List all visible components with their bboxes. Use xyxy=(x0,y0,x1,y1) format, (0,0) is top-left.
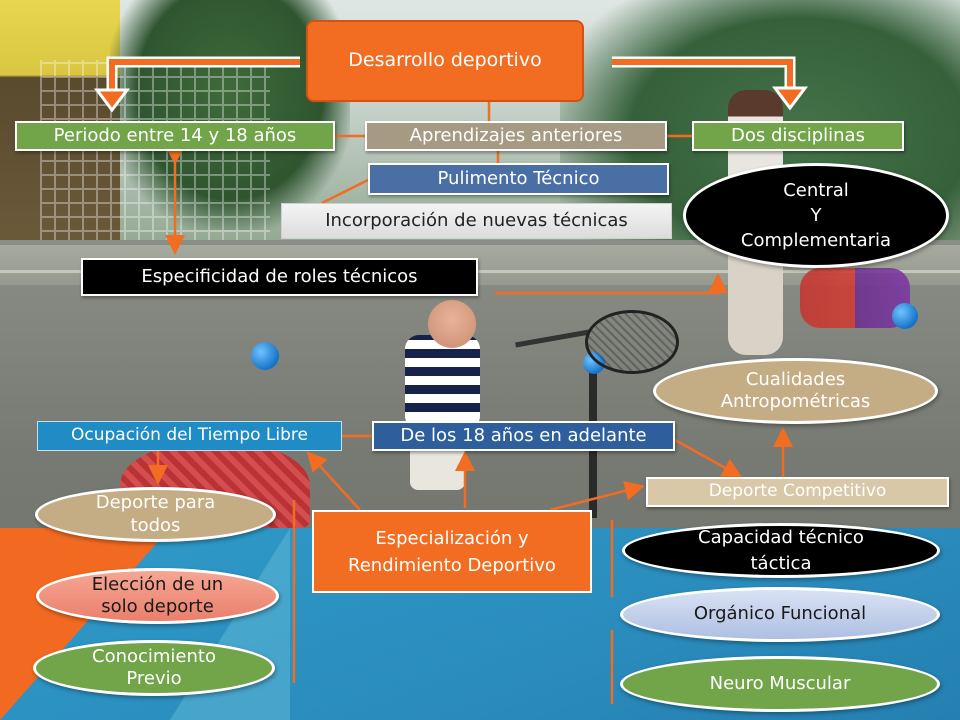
background-child-shirt xyxy=(405,335,480,430)
node-label-group: Elección de un solo deporte xyxy=(92,574,223,619)
node-incorporacion-nuevas-tecnicas: Incorporación de nuevas técnicas xyxy=(281,203,672,239)
node-label-group: Conocimiento Previo xyxy=(92,646,216,691)
node-neuro-muscular: Neuro Muscular xyxy=(620,656,940,712)
node-label-line: todos xyxy=(130,514,181,536)
node-label-line: Deporte para xyxy=(95,492,216,513)
node-ocupacion-tiempo-libre: Ocupación del Tiempo Libre xyxy=(37,421,342,451)
node-especificidad-roles: Especificidad de roles técnicos xyxy=(81,258,478,296)
node-especializacion-rendimiento: Especialización y Rendimiento Deportivo xyxy=(312,510,592,593)
node-label: Incorporación de nuevas técnicas xyxy=(325,209,628,231)
node-label: De los 18 años en adelante xyxy=(400,424,647,446)
node-label: Pulimento Técnico xyxy=(437,167,600,189)
background-fence xyxy=(40,60,270,260)
background-racket xyxy=(585,310,679,374)
node-label-group: Cualidades Antropométricas xyxy=(721,369,871,414)
background-court-line xyxy=(0,270,960,273)
node-deporte-para-todos: Deporte para todos xyxy=(35,487,276,542)
arrowhead-right xyxy=(772,86,808,111)
arrow-root-to-periodo xyxy=(106,56,300,92)
node-label: Orgánico Funcional xyxy=(693,603,867,625)
node-label-line: Previo xyxy=(126,668,182,689)
node-eleccion-solo-deporte: Elección de un solo deporte xyxy=(36,568,279,624)
arrowhead-left xyxy=(94,88,130,113)
node-label-group: Deporte para todos xyxy=(96,492,216,537)
node-label: Dos disciplinas xyxy=(731,124,865,146)
node-label-line: Central xyxy=(783,179,849,201)
node-organico-funcional: Orgánico Funcional xyxy=(620,587,940,642)
node-label: Aprendizajes anteriores xyxy=(409,124,623,146)
node-conocimiento-previo: Conocimiento Previo xyxy=(33,640,275,696)
node-de-los-18-en-adelante: De los 18 años en adelante xyxy=(372,421,675,451)
node-label-group: Capacidad técnico táctica xyxy=(698,525,864,575)
background-child-head xyxy=(428,300,476,348)
node-label: Deporte Competitivo xyxy=(708,481,887,502)
node-label: Especificidad de roles técnicos xyxy=(141,265,418,287)
node-label-line: Elección de un xyxy=(91,573,224,595)
node-label-line: táctica xyxy=(750,552,812,574)
node-label-line: solo deporte xyxy=(101,596,214,617)
node-pulimento-tecnico: Pulimento Técnico xyxy=(368,163,669,195)
node-aprendizajes-anteriores: Aprendizajes anteriores xyxy=(365,121,667,151)
node-label: Neuro Muscular xyxy=(709,672,851,694)
node-label-line: Cualidades xyxy=(745,368,846,390)
node-label-line: Complementaria xyxy=(740,230,892,252)
node-label: Desarrollo deportivo xyxy=(348,49,542,72)
background-ball xyxy=(892,303,918,329)
node-label-line: Conocimiento xyxy=(92,645,216,667)
node-label-line: Y xyxy=(810,204,822,226)
node-label-group: Especialización y Rendimiento Deportivo xyxy=(348,525,556,579)
background-tricycle xyxy=(800,268,910,328)
node-label-group: Central Y Complementaria xyxy=(741,178,891,254)
node-label-line: Especialización y xyxy=(375,527,529,549)
node-periodo: Periodo entre 14 y 18 años xyxy=(15,121,335,151)
node-deporte-competitivo: Deporte Competitivo xyxy=(646,477,949,507)
node-label-line: Capacidad técnico xyxy=(698,527,864,549)
node-cualidades-antropometricas: Cualidades Antropométricas xyxy=(653,358,938,424)
node-dos-disciplinas: Dos disciplinas xyxy=(692,121,904,151)
node-label-line: Antropométricas xyxy=(720,391,871,412)
node-label: Ocupación del Tiempo Libre xyxy=(71,425,308,446)
background-ball xyxy=(251,342,279,370)
node-desarrollo-deportivo: Desarrollo deportivo xyxy=(306,20,584,102)
node-label-line: Rendimiento Deportivo xyxy=(348,554,556,576)
node-central-complementaria: Central Y Complementaria xyxy=(683,163,949,268)
node-label: Periodo entre 14 y 18 años xyxy=(53,124,297,146)
node-capacidad-tecnico-tactica: Capacidad técnico táctica xyxy=(622,523,940,578)
